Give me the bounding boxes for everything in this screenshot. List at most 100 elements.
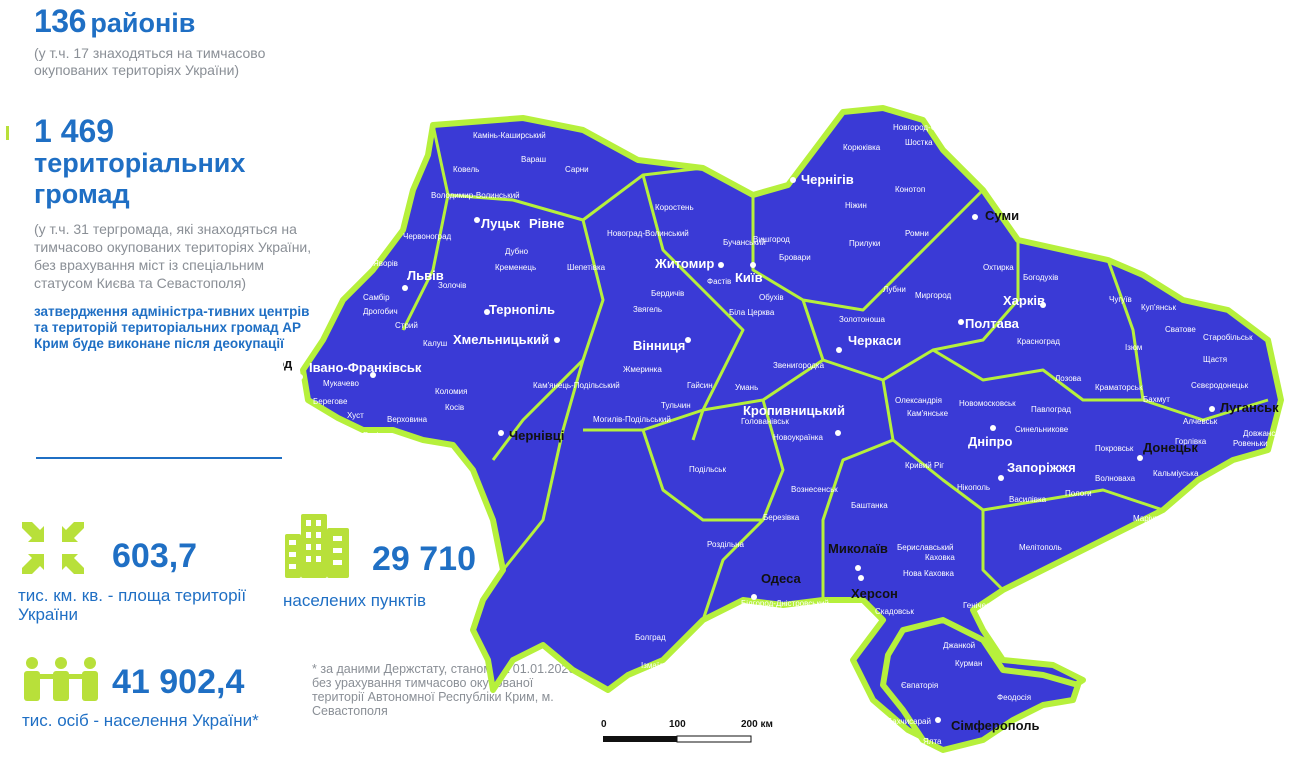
- city-kyiv: Київ: [735, 270, 763, 285]
- district-label: Ніжин: [845, 201, 867, 210]
- district-label: Покровськ: [1095, 444, 1134, 453]
- city-khmelnytskyi: Хмельницький: [453, 332, 549, 347]
- district-label: Обухів: [759, 293, 784, 302]
- city-lutsk: Луцьк: [481, 216, 520, 231]
- district-label: Волноваха: [1095, 474, 1136, 483]
- district-label: Вараш: [521, 155, 546, 164]
- ukraine-territory: [300, 105, 1284, 748]
- district-label: Алчевськ: [1183, 417, 1218, 426]
- district-label: Генічеськ: [963, 601, 998, 610]
- district-label: Фастів: [707, 277, 731, 286]
- population-caption: тис. осіб - населення України*: [22, 711, 259, 730]
- district-label: Ромни: [905, 229, 929, 238]
- district-label: Куп'янськ: [1141, 303, 1176, 312]
- city-lviv: Львів: [407, 268, 444, 283]
- district-label: Ковель: [453, 165, 479, 174]
- district-label: Новомосковськ: [959, 399, 1016, 408]
- district-label: Біла Церква: [729, 308, 775, 317]
- district-label: Кривий Ріг: [905, 461, 944, 470]
- district-label: Керч: [1083, 666, 1101, 675]
- district-label: Роздільна: [707, 540, 745, 549]
- communities-stat: 1 469 територіальних громад (у т.ч. 31 т…: [34, 114, 324, 352]
- district-label: Новоукраїнка: [773, 433, 823, 442]
- district-label: Бахмут: [1143, 395, 1170, 404]
- communities-title-2: громад: [34, 179, 130, 209]
- district-label: Бердичів: [651, 289, 684, 298]
- district-label: Косів: [445, 403, 464, 412]
- district-label: Умань: [735, 383, 758, 392]
- district-label: Калуш: [423, 339, 447, 348]
- district-label: Червоноград: [403, 232, 452, 241]
- district-label: Дубно: [505, 247, 529, 256]
- district-label: Жмеринка: [623, 365, 662, 374]
- district-label: Самбір: [363, 293, 390, 302]
- people-icon: [20, 656, 102, 707]
- district-label: Нікополь: [957, 483, 990, 492]
- district-label: Довжанськ: [1243, 429, 1284, 438]
- district-label: Чугуїв: [1109, 295, 1132, 304]
- district-label: Сарни: [565, 165, 589, 174]
- city-odesa: Одеса: [761, 571, 801, 586]
- city-luhansk: Луганськ: [1220, 400, 1279, 415]
- district-label: Лозова: [1055, 374, 1082, 383]
- district-label: Баштанка: [851, 501, 888, 510]
- city-ivano-frankivsk: Івано-Франківськ: [309, 360, 422, 375]
- district-label: Бердянськ: [1095, 548, 1135, 557]
- district-label: Конотоп: [895, 185, 925, 194]
- district-label: Мукачево: [323, 379, 359, 388]
- district-label: Сватове: [1165, 325, 1196, 334]
- city-poltava: Полтава: [965, 316, 1020, 331]
- district-label: Тульчин: [661, 401, 691, 410]
- city-kharkiv: Харків: [1003, 293, 1045, 308]
- district-label: Вишгород: [753, 235, 790, 244]
- settlements-caption: населених пунктів: [283, 591, 427, 610]
- district-label: Джанкой: [943, 641, 975, 650]
- district-label: Шепетівка: [567, 263, 606, 272]
- area-value: 603,7: [112, 537, 198, 575]
- district-label: Богодухів: [1023, 273, 1058, 282]
- district-label: Лубни: [883, 285, 906, 294]
- oblast-borders: [401, 124, 1269, 621]
- settlements-value: 29 710: [372, 540, 476, 578]
- city-donetsk: Донецьк: [1143, 440, 1198, 455]
- city-sumy: Суми: [985, 208, 1019, 223]
- district-label: Старобільськ: [1203, 333, 1253, 342]
- district-label: Скадовськ: [875, 607, 914, 616]
- district-label: Кременець: [495, 263, 536, 272]
- district-label: Золочів: [438, 281, 466, 290]
- population-value: 41 902,4: [112, 663, 245, 701]
- district-label: Кам'янець-Подільський: [533, 381, 620, 390]
- city-uzhhorod: Ужгород: [283, 356, 293, 371]
- district-label: Гайсин: [687, 381, 713, 390]
- district-label: Дрогобич: [363, 307, 398, 316]
- ukraine-map: Ужгород Львів Луцьк Рівне Тернопіль Іван…: [238, 100, 1293, 765]
- district-label: Сєвєродонецьк: [1191, 381, 1249, 390]
- district-label: Білгород-Дністровський: [741, 599, 829, 608]
- city-cherkasy: Черкаси: [848, 333, 901, 348]
- district-label: Ровеньки: [1233, 439, 1268, 448]
- district-label: Олександрія: [895, 396, 942, 405]
- district-label: Нова Каховка: [903, 569, 954, 578]
- district-labels: Камінь-Каширський Ковель Володимир-Волин…: [313, 123, 1284, 746]
- district-label: Мелітополь: [1019, 543, 1062, 552]
- district-label: Новгород-Сіверський: [893, 123, 972, 132]
- city-chernivtsi: Чернівці: [509, 428, 564, 443]
- district-label: Звенигородка: [773, 361, 825, 370]
- city-ternopil: Тернопіль: [489, 302, 555, 317]
- district-label: Звягель: [633, 305, 662, 314]
- district-label: Краматорськ: [1095, 383, 1143, 392]
- district-label: Рахів: [363, 431, 383, 440]
- district-label: Берегове: [313, 397, 348, 406]
- district-label: Стрий: [395, 321, 418, 330]
- district-label: Бахчисарай: [887, 717, 931, 726]
- communities-note: (у т.ч. 31 тергромада, які знаходяться н…: [34, 221, 312, 291]
- communities-title-1: територіальних: [34, 148, 246, 178]
- districts-count: 136: [34, 3, 86, 39]
- communities-count: 1 469: [34, 113, 115, 149]
- district-label: Синельникове: [1015, 425, 1069, 434]
- district-label: Подільськ: [689, 465, 726, 474]
- district-label: Каховка: [925, 553, 955, 562]
- district-label: Феодосія: [997, 693, 1031, 702]
- district-label: Могилів-Подільський: [593, 415, 671, 424]
- district-label: Камінь-Каширський: [473, 131, 546, 140]
